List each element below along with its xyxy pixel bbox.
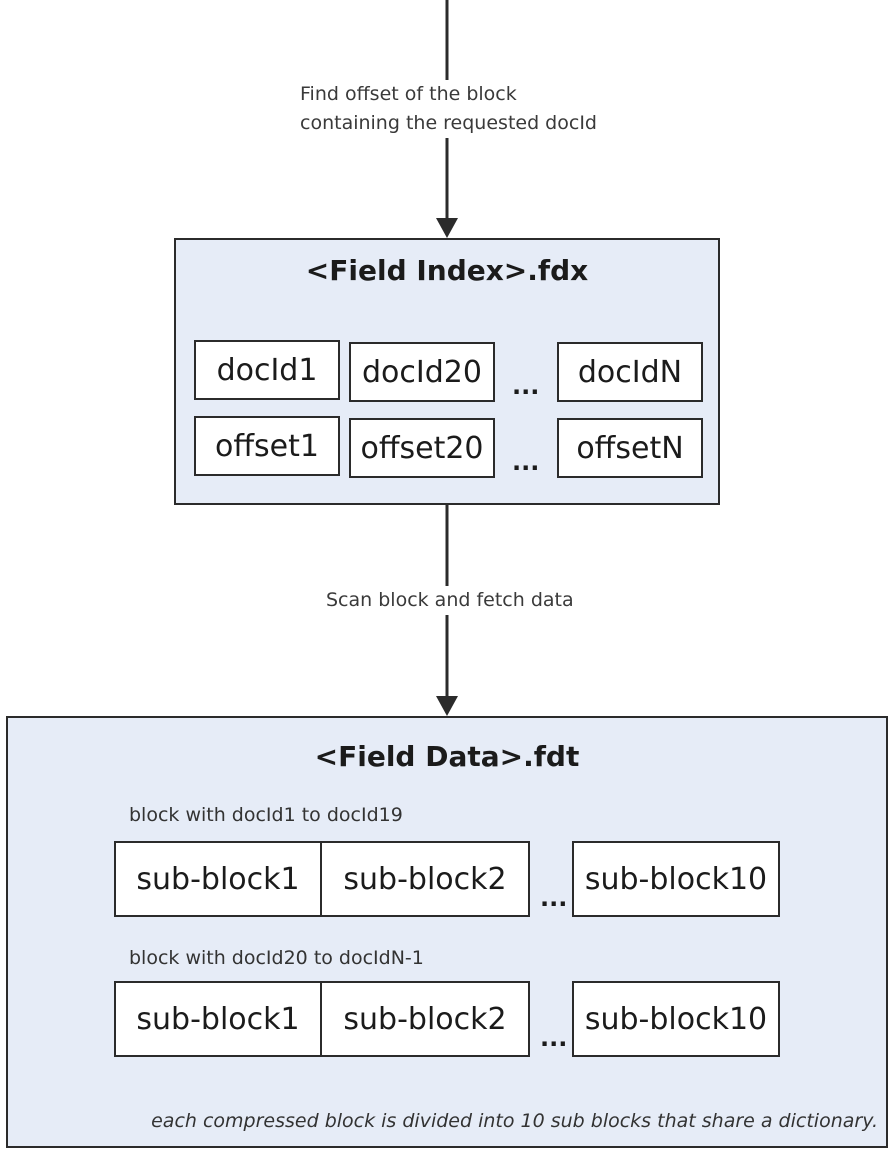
block-caption-1: block with docId1 to docId19 <box>129 804 403 826</box>
block-2-sub-block-1: sub-block1 <box>114 981 322 1057</box>
docid-cell-20: docId20 <box>349 342 495 402</box>
lookup-edge-label-line1: Find offset of the block <box>300 83 517 105</box>
docid-ellipsis: ... <box>512 372 540 400</box>
block-2-sub-block-2: sub-block2 <box>320 981 530 1057</box>
field-data-title: <Field Data>.fdt <box>314 740 580 773</box>
block-1-ellipsis: ... <box>540 884 568 912</box>
field-data-panel: <Field Data>.fdt block with docId1 to do… <box>6 716 888 1148</box>
docid-cell-1: docId1 <box>194 340 340 400</box>
field-index-title: <Field Index>.fdx <box>305 254 589 287</box>
block-1-sub-block-1: sub-block1 <box>114 841 322 917</box>
block-2-ellipsis: ... <box>540 1024 568 1052</box>
field-index-panel: <Field Index>.fdx docId1 docId20 ... doc… <box>174 238 720 505</box>
scan-edge-label: Scan block and fetch data <box>326 586 574 615</box>
offset-ellipsis: ... <box>512 448 540 476</box>
lookup-edge-label: Find offset of the block containing the … <box>300 80 597 138</box>
block-1-sub-block-2: sub-block2 <box>320 841 530 917</box>
offset-cell-20: offset20 <box>349 418 495 478</box>
block-caption-2: block with docId20 to docIdN-1 <box>129 947 424 969</box>
lookup-edge-label-line2: containing the requested docId <box>300 112 597 134</box>
compression-footnote: each compressed block is divided into 10… <box>151 1110 878 1132</box>
docid-cell-n: docIdN <box>557 342 703 402</box>
block-2-sub-block-10: sub-block10 <box>572 981 780 1057</box>
offset-cell-n: offsetN <box>557 418 703 478</box>
offset-cell-1: offset1 <box>194 416 340 476</box>
block-1-sub-block-10: sub-block10 <box>572 841 780 917</box>
